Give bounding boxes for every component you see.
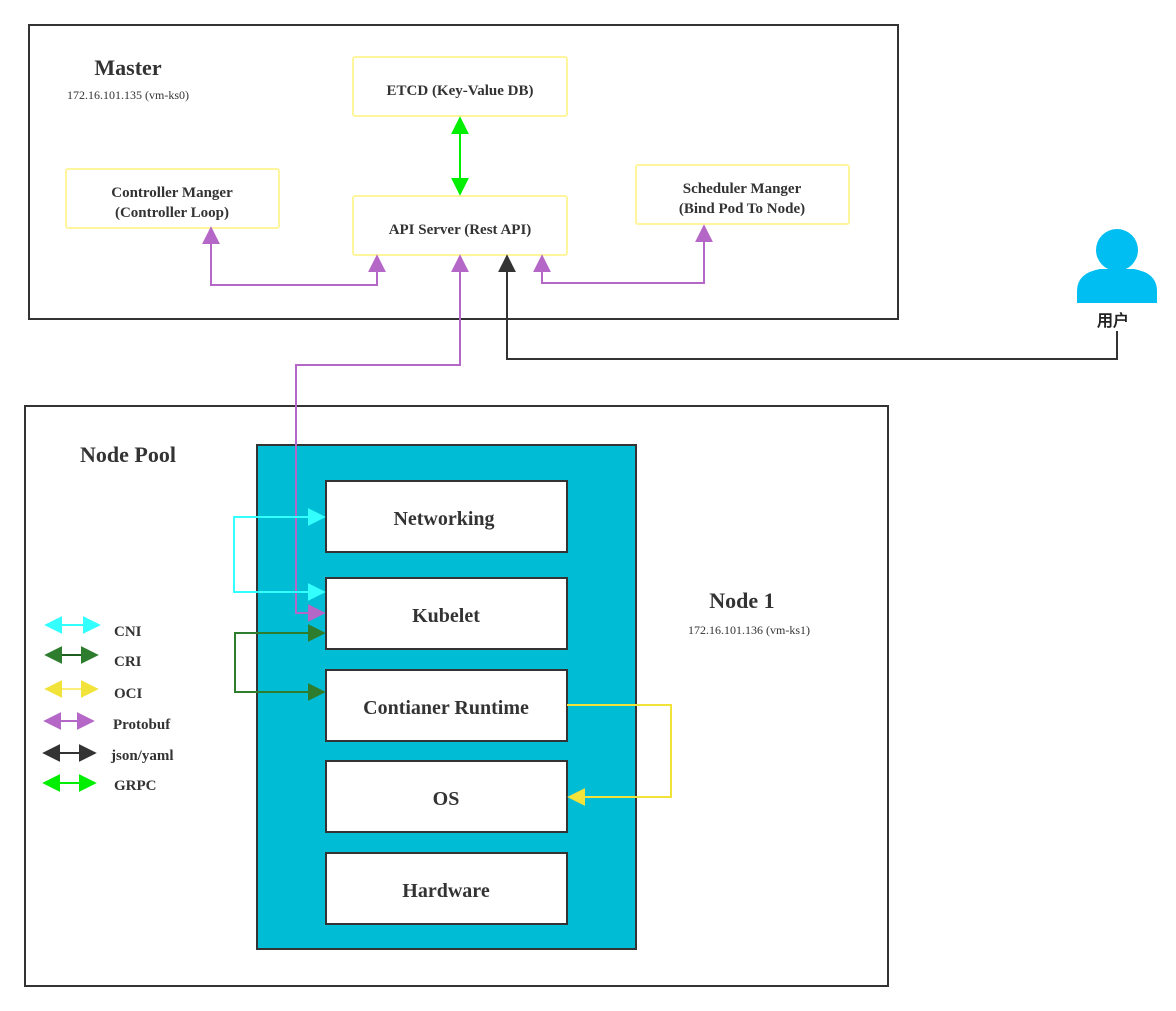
master-ip: 172.16.101.135 (vm-ks0): [67, 88, 189, 102]
user-icon: [1077, 229, 1157, 303]
node-1-ip: 172.16.101.136 (vm-ks1): [688, 623, 810, 637]
api-kubelet-connector: [295, 254, 469, 622]
legend-item-grpc: GRPC: [42, 774, 157, 794]
scheduler-api-connector: [533, 224, 713, 284]
user-group: 用户: [1077, 229, 1157, 330]
node-pool-group: Node Pool Networking Kubelet Contianer R…: [24, 405, 889, 987]
container-runtime-box: [325, 669, 568, 742]
legend-item-oci: OCI: [44, 680, 143, 702]
master-group: Master 172.16.101.135 (vm-ks0) ETCD (Key…: [28, 24, 899, 320]
api-server-label: API Server (Rest API): [389, 222, 532, 238]
container-runtime-label: Contianer Runtime: [363, 697, 529, 719]
legend-item-json-yaml: json/yaml: [42, 744, 174, 764]
scheduler-manager-box: [635, 164, 850, 225]
legend-label-oci: OCI: [114, 686, 143, 702]
kubelet-runtime-connector: [234, 624, 326, 701]
legend: CNI CRI OCI Protobuf json/yaml GRPC: [42, 616, 174, 794]
legend-item-cri: CRI: [44, 646, 142, 670]
legend-item-protobuf: Protobuf: [43, 712, 171, 733]
node-pool-title: Node Pool: [80, 442, 176, 467]
master-title: Master: [94, 55, 161, 80]
os-box: [325, 760, 568, 833]
node-1-title: Node 1: [709, 588, 774, 613]
controller-manager-label-line2: (Controller Loop): [115, 205, 229, 221]
legend-item-cni: CNI: [44, 616, 142, 640]
kubelet-label: Kubelet: [412, 605, 480, 627]
networking-label: Networking: [393, 508, 494, 530]
controller-manager-box: [65, 168, 280, 229]
hardware-label: Hardware: [402, 880, 490, 902]
user-label: 用户: [1097, 311, 1129, 330]
etcd-label: ETCD (Key-Value DB): [387, 83, 534, 99]
legend-label-grpc: GRPC: [114, 778, 157, 794]
scheduler-manager-label-line1: Scheduler Manger: [683, 181, 802, 197]
user-api-connector: [498, 254, 1118, 360]
controller-manager-label-line1: Controller Manger: [111, 185, 233, 201]
kubelet-networking-connector: [233, 508, 326, 601]
legend-label-json-yaml: json/yaml: [110, 748, 174, 764]
runtime-os-connector: [567, 704, 672, 806]
legend-label-protobuf: Protobuf: [113, 717, 171, 733]
connectors: [202, 116, 1118, 806]
etcd-box: [352, 56, 568, 117]
legend-label-cni: CNI: [114, 624, 142, 640]
legend-label-cri: CRI: [114, 654, 142, 670]
scheduler-manager-label-line2: (Bind Pod To Node): [679, 201, 805, 217]
hardware-box: [325, 852, 568, 925]
os-label: OS: [433, 788, 460, 810]
